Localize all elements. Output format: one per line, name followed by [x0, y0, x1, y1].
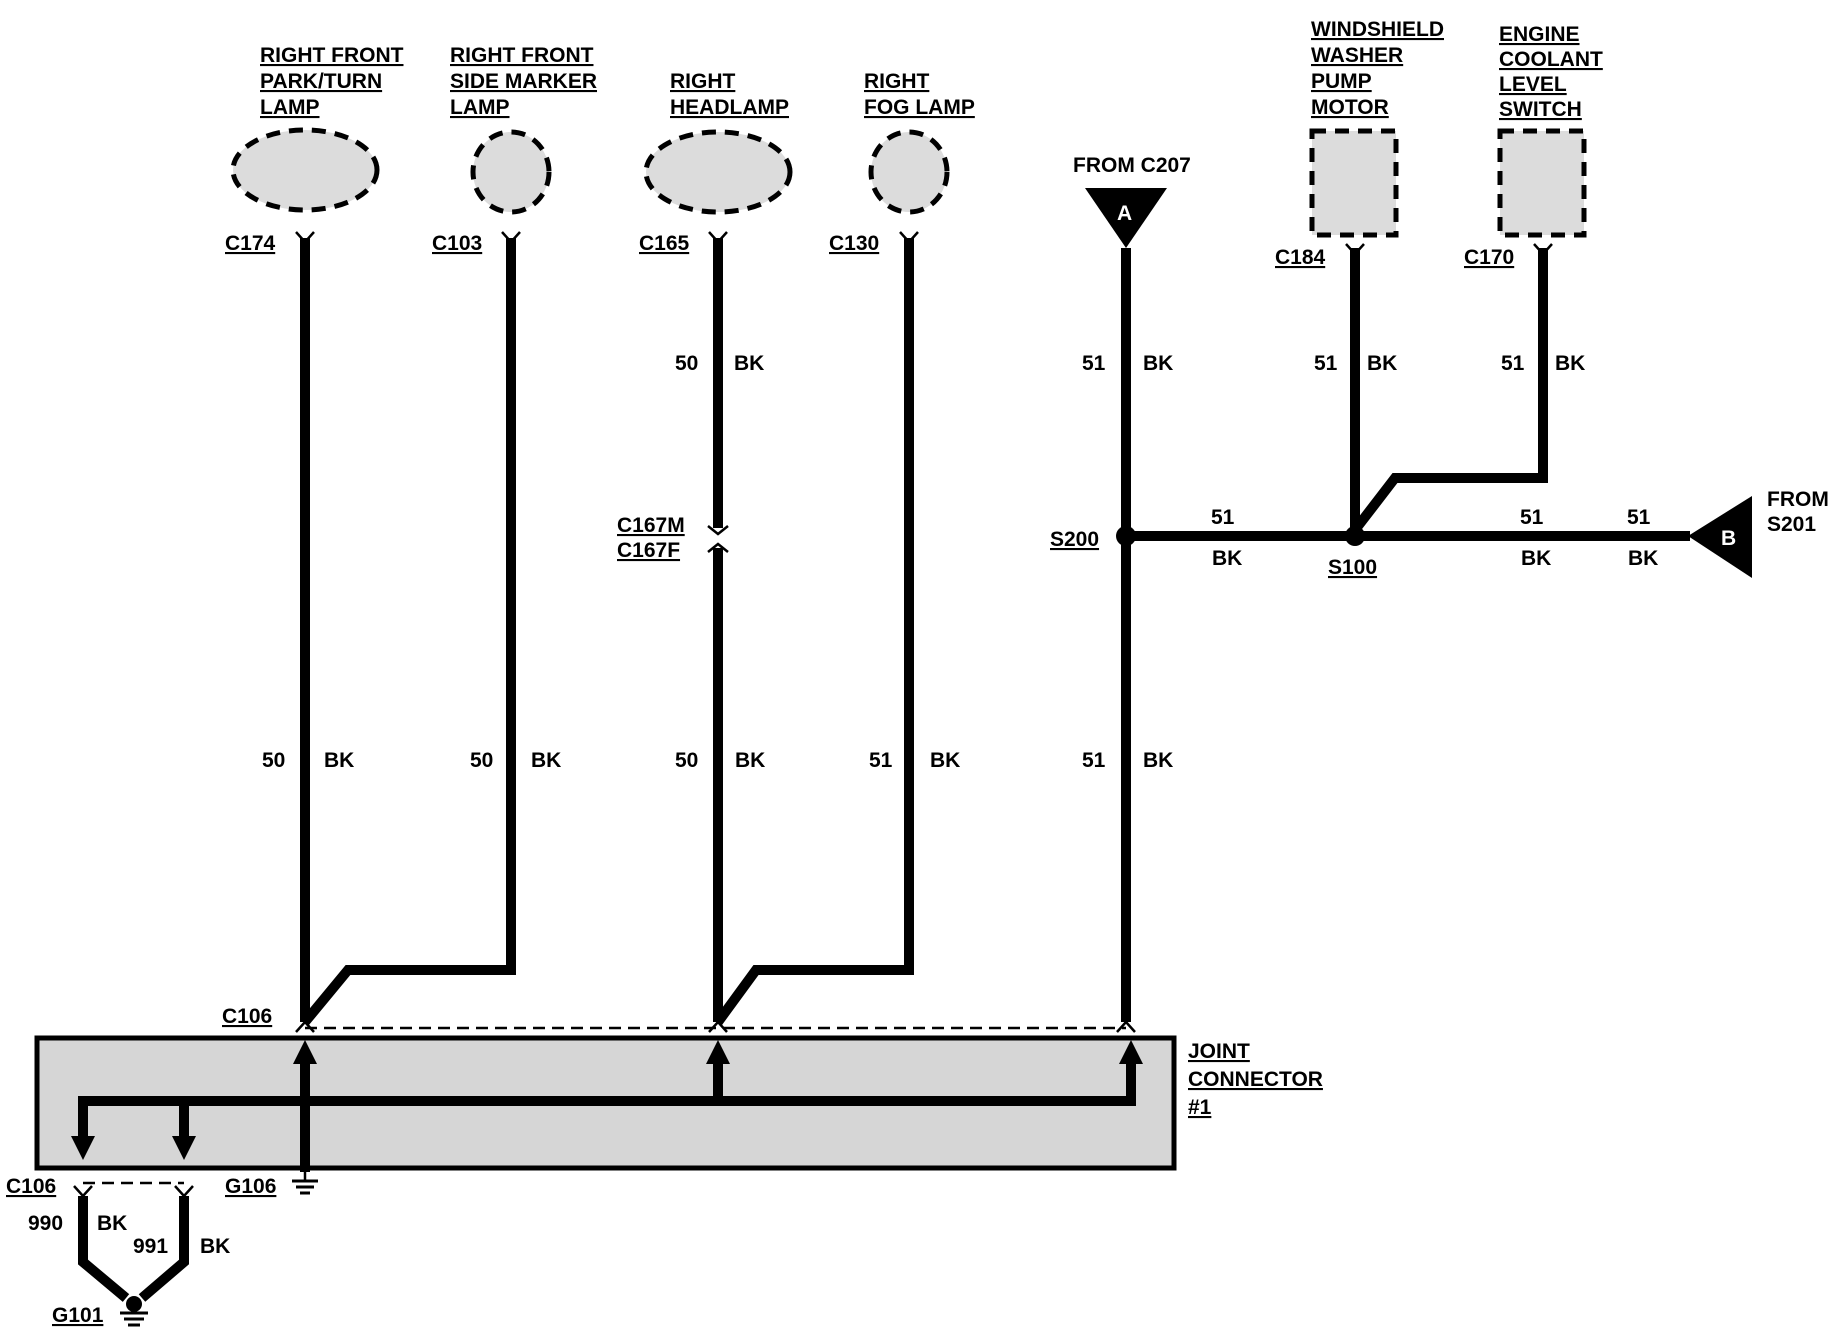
connector-arrows — [71, 1040, 1143, 1160]
c184-label: C184 — [1275, 246, 1326, 269]
wire-num: 51 — [1501, 352, 1525, 375]
side-marker-label-3: LAMP — [450, 96, 510, 119]
park-turn-label-1: RIGHT FRONT — [260, 44, 404, 67]
ground-g106-icon — [292, 1170, 318, 1195]
s100-label: S100 — [1328, 556, 1377, 579]
wire-color: BK — [1212, 547, 1242, 570]
wire-num: 51 — [1082, 352, 1106, 375]
connector-labels: C174 C103 C165 C130 C184 C170 C167M C167… — [6, 232, 1514, 1327]
from-s201-label-1: FROM — [1767, 488, 1829, 511]
wire-color: BK — [1143, 749, 1173, 772]
right-front-park-turn-lamp: RIGHT FRONT PARK/TURN LAMP — [230, 44, 404, 213]
wire-num: 51 — [1627, 506, 1651, 529]
side-marker-label-1: RIGHT FRONT — [450, 44, 594, 67]
wire-color: BK — [1367, 352, 1397, 375]
g106-label: G106 — [225, 1175, 276, 1198]
windshield-washer-pump-motor: WINDSHIELD WASHER PUMP MOTOR — [1309, 18, 1444, 238]
headlamp-label-1: RIGHT — [670, 70, 736, 93]
coolant-label-2: COOLANT — [1499, 48, 1603, 71]
wire-num: 50 — [675, 749, 698, 772]
wire-num: 51 — [869, 749, 893, 772]
from-s201-label-2: S201 — [1767, 513, 1816, 536]
connector-pins — [73, 231, 1553, 1198]
offpage-b-letter: B — [1721, 527, 1736, 550]
c165-label: C165 — [639, 232, 690, 255]
wire-color: BK — [324, 749, 354, 772]
wire-color: BK — [200, 1235, 230, 1258]
wire-num: 990 — [28, 1212, 63, 1235]
wire-color: BK — [735, 749, 765, 772]
s200-label: S200 — [1050, 528, 1099, 551]
wire-color: BK — [930, 749, 960, 772]
park-turn-label-2: PARK/TURN — [260, 70, 382, 93]
wire-num: 50 — [675, 352, 698, 375]
joint-connector-label-1: JOINT — [1188, 1040, 1250, 1063]
wire-num: 51 — [1082, 749, 1106, 772]
fog-lamp-label-2: FOG LAMP — [864, 96, 975, 119]
offpage-connector-a: FROM C207 A — [1073, 154, 1191, 248]
c130-label: C130 — [829, 232, 879, 255]
coolant-label-4: SWITCH — [1499, 98, 1582, 121]
from-c207-label: FROM C207 — [1073, 154, 1191, 177]
c106-bottom-label: C106 — [6, 1175, 56, 1198]
right-headlamp: RIGHT HEADLAMP — [643, 70, 793, 215]
splice-s100-dot — [1345, 526, 1365, 546]
side-marker-label-2: SIDE MARKER — [450, 70, 597, 93]
washer-label-1: WINDSHIELD — [1311, 18, 1444, 41]
offpage-a-letter: A — [1117, 202, 1132, 225]
wire-num: 50 — [470, 749, 493, 772]
right-front-side-marker-lamp: RIGHT FRONT SIDE MARKER LAMP — [450, 44, 597, 215]
c167m-label: C167M — [617, 514, 685, 537]
c174-label: C174 — [225, 232, 276, 255]
c103-label: C103 — [432, 232, 482, 255]
engine-coolant-level-switch: ENGINE COOLANT LEVEL SWITCH — [1497, 23, 1603, 238]
c167f-label: C167F — [617, 539, 680, 562]
wire-color: BK — [734, 352, 764, 375]
wire-num: 51 — [1520, 506, 1544, 529]
park-turn-label-3: LAMP — [260, 96, 320, 119]
wire-color: BK — [1143, 352, 1173, 375]
headlamp-label-2: HEADLAMP — [670, 96, 789, 119]
wire-color: BK — [1521, 547, 1551, 570]
wires — [78, 238, 1690, 1302]
right-fog-lamp: RIGHT FOG LAMP — [864, 70, 975, 215]
c170-label: C170 — [1464, 246, 1514, 269]
c106-top-label: C106 — [222, 1005, 272, 1028]
washer-label-3: PUMP — [1311, 70, 1372, 93]
washer-label-4: MOTOR — [1311, 96, 1389, 119]
wire-num: 991 — [133, 1235, 168, 1258]
wire-num: 51 — [1211, 506, 1235, 529]
g101-label: G101 — [52, 1304, 104, 1327]
joint-connector-label-2: CONNECTOR — [1188, 1068, 1323, 1091]
wire-num: 51 — [1314, 352, 1338, 375]
joint-connector-label-3: #1 — [1188, 1096, 1212, 1119]
coolant-label-1: ENGINE — [1499, 23, 1580, 46]
coolant-label-3: LEVEL — [1499, 73, 1567, 96]
fog-lamp-label-1: RIGHT — [864, 70, 930, 93]
wire-color: BK — [531, 749, 561, 772]
offpage-connector-b: B FROM S201 — [1688, 488, 1829, 578]
wire-num: 50 — [262, 749, 285, 772]
splice-s200-dot — [1116, 526, 1136, 546]
ground-g101-icon — [120, 1296, 148, 1327]
washer-label-2: WASHER — [1311, 44, 1403, 67]
wire-color: BK — [1628, 547, 1658, 570]
wire-color: BK — [97, 1212, 127, 1235]
wire-color: BK — [1555, 352, 1585, 375]
wire-labels: 50 BK 51 BK 51 BK 51 BK 51 BK 51 BK 51 B… — [28, 352, 1658, 1258]
